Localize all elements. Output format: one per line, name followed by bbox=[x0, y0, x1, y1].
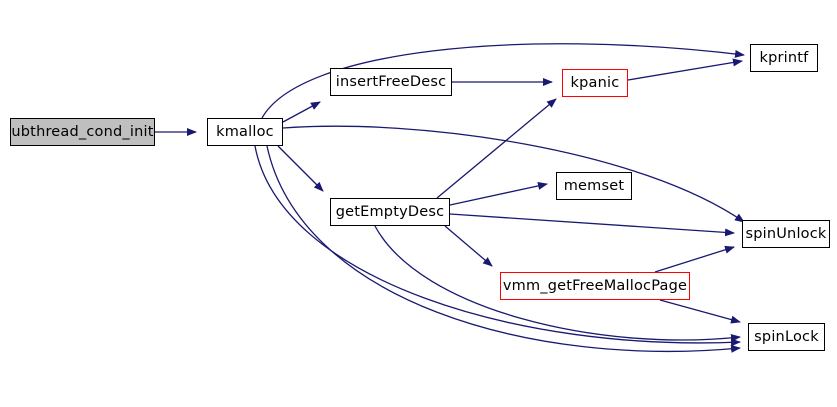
edge-kpanic-to-kprintf bbox=[627, 58, 743, 81]
node-memset[interactable]: memset bbox=[556, 172, 632, 200]
edge-kmalloc-to-insertFreeDesc bbox=[282, 101, 321, 123]
node-spin-lock[interactable]: spinLock bbox=[748, 323, 825, 351]
node-label: memset bbox=[563, 178, 625, 194]
node-ubthread-cond-init[interactable]: ubthread_cond_init bbox=[10, 118, 155, 146]
node-spin-unlock[interactable]: spinUnlock bbox=[742, 220, 830, 248]
node-label: kmalloc bbox=[216, 124, 274, 140]
node-kpanic[interactable]: kpanic bbox=[562, 69, 628, 97]
edge-getEmptyDesc-to-kpanic bbox=[436, 98, 557, 199]
edge-kmalloc-to-spinUnlock bbox=[282, 125, 745, 223]
node-label: kprintf bbox=[759, 50, 809, 66]
node-label: insertFreeDesc bbox=[335, 74, 447, 90]
node-insert-free-desc[interactable]: insertFreeDesc bbox=[330, 68, 452, 96]
edge-vmm_getFreeMallocPage-to-spinLock bbox=[659, 299, 741, 324]
node-label: kpanic bbox=[570, 75, 620, 91]
edge-vmm_getFreeMallocPage-to-spinUnlock bbox=[654, 245, 735, 273]
edge-kmalloc-to-spinLock2 bbox=[266, 145, 741, 353]
edge-getEmptyDesc-to-spinUnlock bbox=[449, 213, 735, 237]
edge-getEmptyDesc-to-vmm_getFreeMallocPage bbox=[444, 225, 493, 267]
node-kprintf[interactable]: kprintf bbox=[750, 44, 818, 72]
node-label: spinUnlock bbox=[745, 226, 827, 242]
node-vmm-get-free-malloc-page[interactable]: vmm_getFreeMallocPage bbox=[500, 272, 690, 300]
node-label: getEmptyDesc bbox=[335, 204, 445, 220]
node-label: vmm_getFreeMallocPage bbox=[502, 278, 688, 294]
edge-kmalloc-to-getEmptyDesc bbox=[277, 145, 324, 192]
edge-getEmptyDesc-to-memset bbox=[449, 181, 548, 206]
node-get-empty-desc[interactable]: getEmptyDesc bbox=[330, 198, 450, 226]
edge-getEmptyDesc-to-spinLock bbox=[374, 225, 741, 342]
edge-kmalloc-to-kprintf bbox=[261, 43, 745, 119]
node-kmalloc[interactable]: kmalloc bbox=[207, 118, 283, 146]
node-label: ubthread_cond_init bbox=[11, 124, 154, 140]
node-label: spinLock bbox=[754, 329, 819, 345]
edge-kmalloc-to-spinLock bbox=[254, 145, 741, 347]
